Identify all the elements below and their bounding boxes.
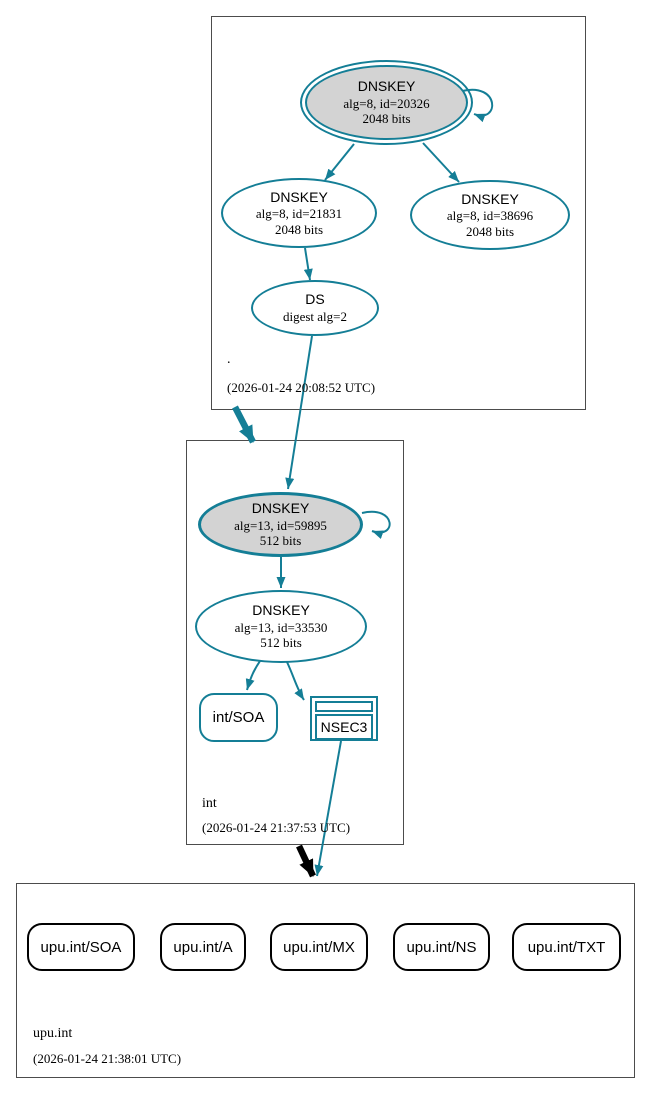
- node-nsec3: NSEC3: [310, 696, 378, 741]
- node-dnskey-21831: DNSKEY alg=8, id=21831 2048 bits: [221, 178, 377, 248]
- trust-anchor-ring: [305, 65, 468, 140]
- zone-timestamp-upu-int: (2026-01-24 21:38:01 UTC): [33, 1051, 182, 1066]
- dnskey-title: DNSKEY: [461, 190, 519, 207]
- zone-box-upu-int: [16, 883, 635, 1078]
- node-ds: DS digest alg=2: [251, 280, 379, 336]
- node-rrset-upu-int-ns: upu.int/NS: [393, 923, 490, 971]
- zone-name-upu-int: upu.int: [33, 1026, 73, 1041]
- dnskey-bits: 512 bits: [259, 533, 302, 549]
- node-rrset-int-soa: int/SOA: [199, 693, 278, 742]
- dnskey-alg-id: alg=8, id=38696: [446, 208, 534, 224]
- node-dnskey-38696: DNSKEY alg=8, id=38696 2048 bits: [410, 180, 570, 250]
- rrset-label: upu.int/TXT: [527, 938, 606, 956]
- node-dnskey-59895: DNSKEY alg=13, id=59895 512 bits: [198, 492, 363, 557]
- node-dnskey-20326: DNSKEY alg=8, id=20326 2048 bits: [300, 60, 473, 145]
- dnskey-bits: 2048 bits: [274, 221, 324, 237]
- nsec3-top-strip: [315, 701, 373, 712]
- zone-timestamp-root: (2026-01-24 20:08:52 UTC): [227, 380, 376, 395]
- dnskey-title: DNSKEY: [357, 78, 416, 95]
- rrset-label: upu.int/SOA: [40, 938, 122, 956]
- dnskey-bits: 2048 bits: [465, 223, 515, 239]
- dnskey-alg-id: alg=8, id=21831: [255, 206, 343, 222]
- node-rrset-upu-int-txt: upu.int/TXT: [512, 923, 621, 971]
- ds-digest: digest alg=2: [282, 308, 348, 324]
- node-rrset-upu-int-a: upu.int/A: [160, 923, 246, 971]
- zone-timestamp-int: (2026-01-24 21:37:53 UTC): [202, 820, 351, 835]
- zone-name-root: .: [227, 352, 231, 367]
- dnskey-alg-id: alg=13, id=59895: [234, 517, 327, 533]
- dnskey-bits: 2048 bits: [362, 111, 411, 127]
- nsec3-label: NSEC3: [320, 719, 368, 735]
- rrset-label: upu.int/MX: [283, 938, 355, 956]
- dnskey-bits: 512 bits: [260, 635, 302, 651]
- dnskey-alg-id: alg=8, id=20326: [343, 95, 430, 111]
- rrset-label: upu.int/NS: [406, 938, 477, 956]
- node-rrset-upu-int-mx: upu.int/MX: [270, 923, 368, 971]
- ds-title: DS: [305, 291, 325, 308]
- dnskey-title: DNSKEY: [270, 188, 328, 205]
- node-rrset-upu-int-soa: upu.int/SOA: [27, 923, 135, 971]
- rrset-label: upu.int/A: [173, 938, 233, 956]
- zone-name-int: int: [202, 796, 217, 811]
- rrset-label: int/SOA: [212, 709, 265, 726]
- dnskey-alg-id: alg=13, id=33530: [234, 619, 328, 635]
- edge-delegation-int-upu: [296, 844, 316, 878]
- node-dnskey-33530: DNSKEY alg=13, id=33530 512 bits: [195, 590, 367, 663]
- dnskey-title: DNSKEY: [252, 602, 310, 619]
- dnskey-title: DNSKEY: [251, 500, 310, 517]
- edge-delegation-root-int: [232, 405, 256, 444]
